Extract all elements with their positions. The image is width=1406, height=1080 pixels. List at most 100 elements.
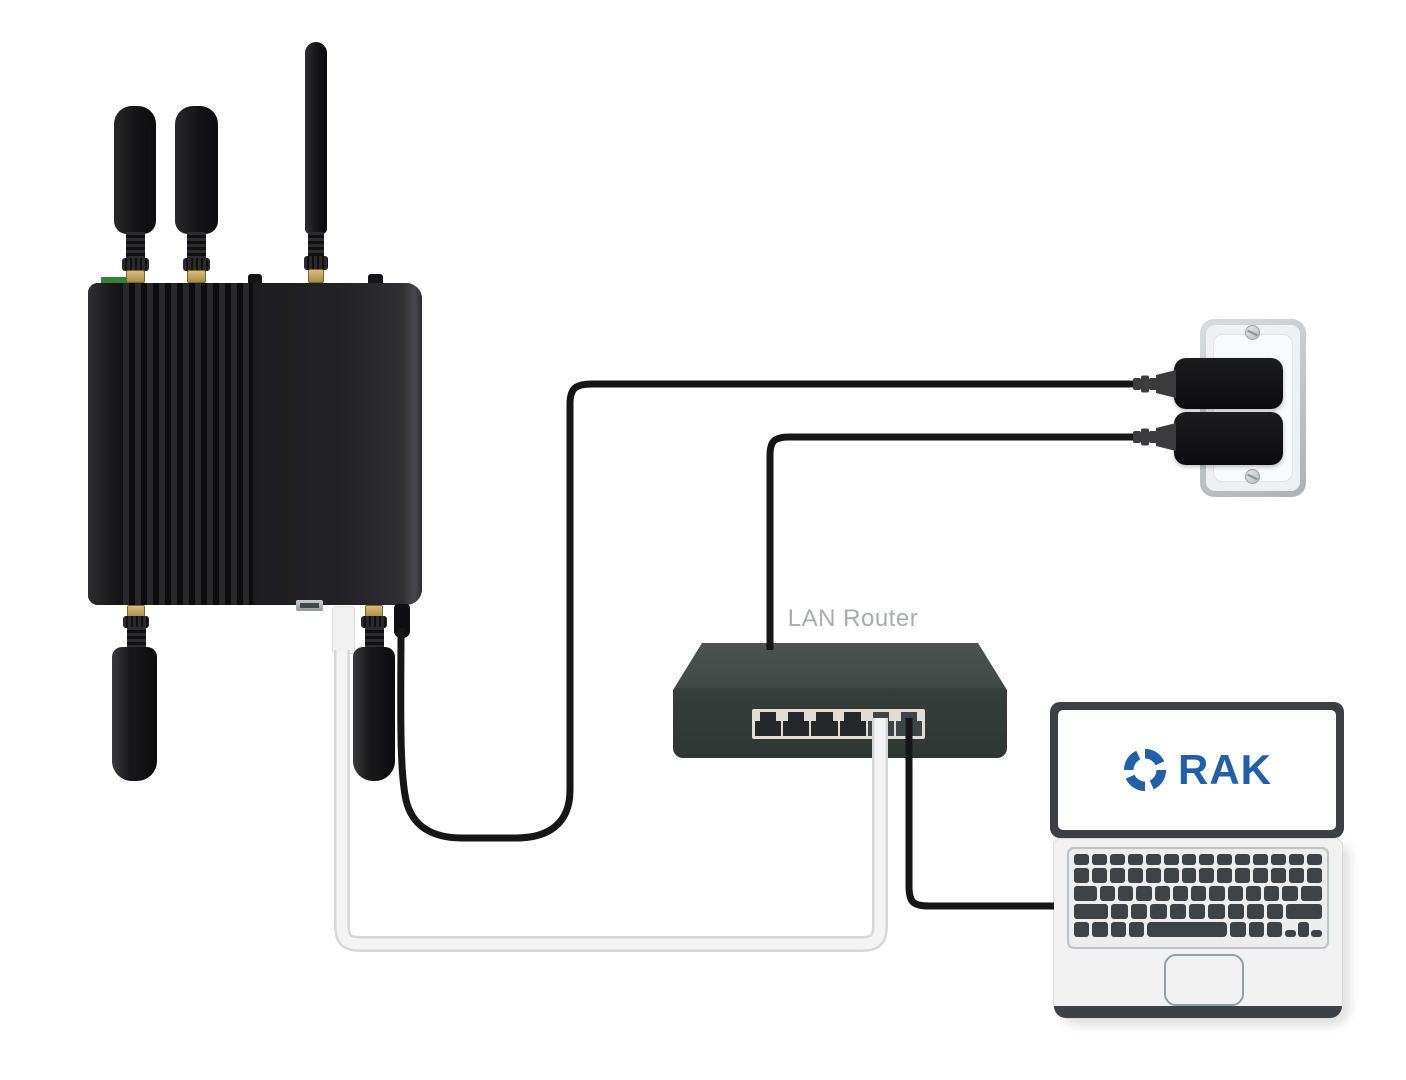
rak-logo-text: RAK (1178, 746, 1272, 793)
keyboard-key (1127, 854, 1143, 865)
keyboard-key (1298, 922, 1310, 937)
keyboard-key (1092, 922, 1108, 937)
keyboard-key (1099, 886, 1116, 901)
keyboard-key (1209, 886, 1225, 901)
keyboard-key (1235, 854, 1251, 865)
antenna-nut (123, 616, 149, 628)
keyboard-key (1154, 886, 1170, 901)
antenna-connector (187, 232, 206, 260)
keyboard-key (1271, 854, 1287, 865)
heatsink-fins (123, 283, 253, 605)
antenna-connector (126, 232, 145, 260)
keyboard-row (1074, 922, 1322, 937)
keyboard-key (1248, 922, 1264, 937)
keyboard-key (1266, 922, 1283, 937)
laptop-screen: RAK (1050, 702, 1344, 838)
power-adapter-router (1174, 412, 1283, 465)
keyboard-key (1172, 886, 1189, 901)
ethernet-port-3 (811, 712, 838, 736)
screw-icon (1245, 325, 1260, 340)
usb-port (296, 600, 323, 611)
dc-power-jack (394, 604, 410, 638)
lte-antenna-right (175, 106, 218, 234)
keyboard-key (1191, 886, 1207, 901)
keyboard-key (1253, 868, 1269, 883)
keyboard-key (1130, 904, 1148, 919)
keyboard-key (1282, 886, 1298, 901)
antenna-connector (365, 627, 384, 649)
bottom-antenna-left (112, 647, 157, 781)
router-port-strip (752, 709, 925, 739)
laptop-body (1053, 838, 1343, 1019)
keyboard-key (1145, 868, 1161, 883)
keyboard-key (1253, 854, 1269, 865)
keyboard-row (1074, 854, 1322, 865)
keyboard-key (1235, 868, 1251, 883)
ethernet-plug-white (332, 606, 355, 654)
keyboard-key (1074, 868, 1089, 883)
ethernet-port-5 (867, 712, 895, 736)
keyboard-key (1271, 868, 1287, 883)
keyboard-key (1300, 886, 1322, 901)
mount-tab (248, 274, 262, 283)
keyboard-key (1074, 922, 1090, 937)
dc-plug-top (1133, 370, 1176, 398)
keyboard-row (1074, 886, 1322, 901)
laptop-display: RAK (1058, 710, 1336, 830)
keyboard-key (1074, 854, 1089, 865)
dc-plug-bottom (1133, 423, 1176, 451)
keyboard-key (1285, 930, 1297, 937)
gateway-enclosure (88, 283, 422, 605)
keyboard-key (1230, 922, 1246, 937)
keyboard-row (1074, 904, 1322, 919)
keyboard-key (1181, 854, 1197, 865)
spacebar-key (1147, 922, 1228, 937)
keyboard-row (1074, 868, 1322, 883)
sma-connector (187, 270, 206, 283)
arrow-keys (1285, 922, 1322, 937)
lan-router: LAN Router (673, 605, 1007, 758)
keyboard-key (1199, 854, 1215, 865)
keyboard-key (1311, 930, 1322, 937)
laptop-keyboard (1067, 847, 1329, 949)
ethernet-port-4 (839, 712, 866, 736)
ethernet-port-2 (783, 712, 810, 736)
router-label: LAN Router (787, 605, 919, 632)
sma-connector (126, 270, 145, 283)
laptop-bottom-bar (1054, 1006, 1342, 1018)
antenna-nut (304, 256, 328, 270)
keyboard-key (1118, 886, 1134, 901)
antenna-nut (361, 616, 387, 628)
pcb-edge (101, 277, 127, 284)
keyboard-key (1208, 904, 1225, 919)
keyboard-key (1110, 922, 1127, 937)
keyboard-key (1289, 868, 1304, 883)
keyboard-key (1227, 886, 1243, 901)
keyboard-key (1306, 868, 1322, 883)
keyboard-key (1188, 904, 1206, 919)
keyboard-key (1199, 868, 1215, 883)
rak-pinwheel-icon (1123, 748, 1167, 792)
keyboard-key (1150, 904, 1167, 919)
keyboard-key (1266, 904, 1283, 919)
keyboard-key (1111, 904, 1128, 919)
keyboard-key (1109, 868, 1125, 883)
power-adapter-gateway (1174, 358, 1283, 409)
keyboard-key (1163, 854, 1179, 865)
lora-whip-antenna (305, 42, 327, 234)
trackpad (1164, 954, 1244, 1006)
keyboard-key (1163, 868, 1179, 883)
screw-icon (1245, 469, 1260, 484)
antenna-connector (127, 627, 146, 649)
keyboard-key (1227, 904, 1245, 919)
keyboard-key (1074, 904, 1109, 919)
keyboard-key (1247, 904, 1264, 919)
keyboard-key (1169, 904, 1186, 919)
antenna-nut (122, 258, 149, 271)
antenna-nut (183, 258, 210, 271)
sma-connector (308, 269, 324, 283)
keyboard-key (1127, 868, 1143, 883)
keyboard-key (1217, 868, 1233, 883)
enclosure-side (88, 283, 123, 605)
